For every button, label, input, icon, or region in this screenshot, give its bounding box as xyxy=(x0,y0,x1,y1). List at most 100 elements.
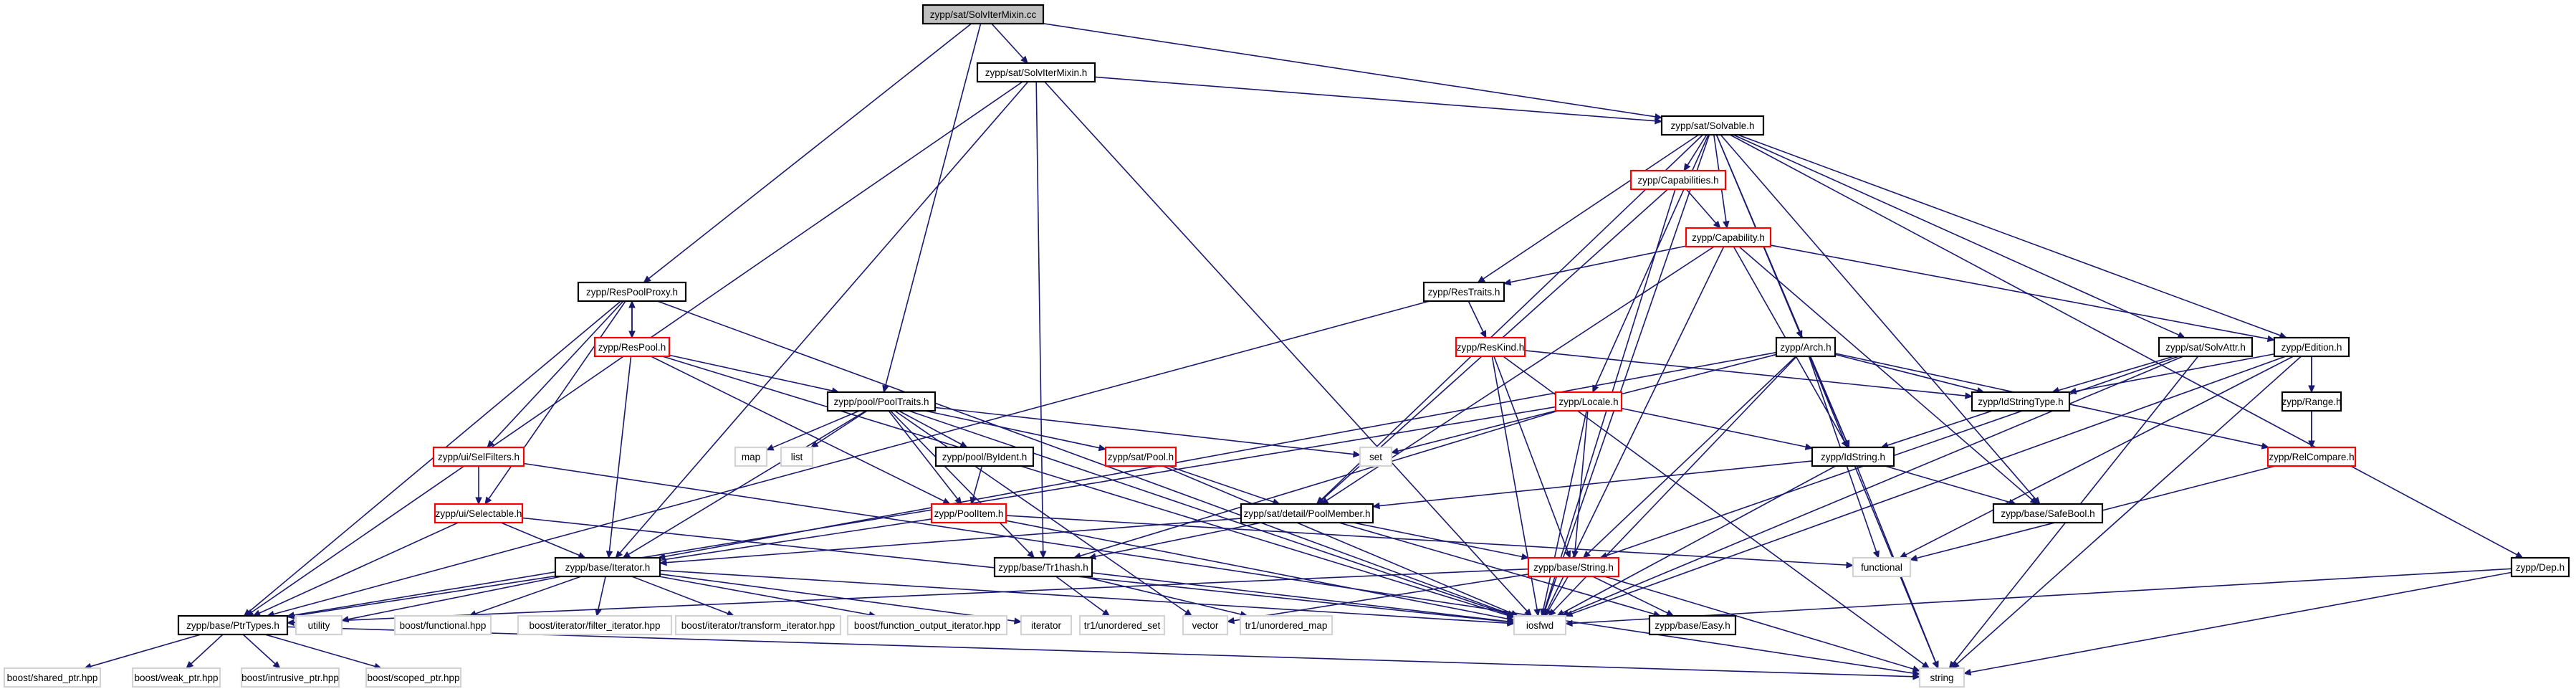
edge-line xyxy=(1574,410,1589,552)
edge-line xyxy=(1604,576,1914,670)
node-label: zypp/base/Tr1hash.h xyxy=(998,562,1088,573)
edge-arch-to-string_h xyxy=(1582,356,1796,558)
node-box xyxy=(1104,446,1177,467)
edge-line xyxy=(1044,81,1528,612)
edge-arrowhead xyxy=(628,300,636,308)
node-label: boost/functional.hpp xyxy=(400,620,487,631)
edge-pooltraits-to-satpool xyxy=(924,410,1107,452)
node-solvable[interactable]: zypp/sat/Solvable.h xyxy=(1660,115,1765,136)
node-satpool[interactable]: zypp/sat/Pool.h xyxy=(1104,446,1177,467)
node-capability[interactable]: zypp/Capability.h xyxy=(1685,227,1772,248)
node-safebool[interactable]: zypp/base/SafeBool.h xyxy=(1992,503,2104,524)
node-box xyxy=(1240,503,1374,524)
edge-arrowhead xyxy=(810,440,819,448)
edge-line xyxy=(650,356,944,502)
edge-arrowhead xyxy=(1564,619,1573,627)
node-capabilities[interactable]: zypp/Capabilities.h xyxy=(1629,169,1727,191)
node-idstringtype[interactable]: zypp/IdStringType.h xyxy=(1971,391,2071,412)
edge-reskind-to-idstringtype xyxy=(1524,350,1973,399)
node-dep[interactable]: zypp/Dep.h xyxy=(2510,556,2570,578)
node-edition[interactable]: zypp/Edition.h xyxy=(2273,336,2350,358)
node-solviterh[interactable]: zypp/sat/SolvIterMixin.h xyxy=(976,62,1096,83)
edge-ptrtypes-to-intrusiveptr xyxy=(242,634,281,669)
edge-string_h-to-string xyxy=(1604,576,1921,672)
edge-line xyxy=(1091,572,1508,622)
edge-arrowhead xyxy=(1571,551,1579,559)
node-label: functional xyxy=(1861,562,1902,573)
node-sharedptr: boost/shared_ptr.hpp xyxy=(3,667,102,688)
node-range[interactable]: zypp/Range.h xyxy=(2281,391,2342,412)
node-easy[interactable]: zypp/base/Easy.h xyxy=(1648,614,1737,636)
edge-respoolproxy-to-selfilters xyxy=(487,300,624,448)
node-respool[interactable]: zypp/ResPool.h xyxy=(593,336,671,358)
node-label: boost/weak_ptr.hpp xyxy=(134,672,218,683)
node-label: zypp/IdString.h xyxy=(1821,452,1885,462)
edge-ptrtypes-to-weakptr xyxy=(186,634,224,669)
node-ptrtypes[interactable]: zypp/base/PtrTypes.h xyxy=(177,614,289,636)
edge-arrowhead xyxy=(1804,443,1814,450)
edge-line xyxy=(1043,22,1656,118)
node-string_h[interactable]: zypp/base/String.h xyxy=(1527,556,1620,578)
node-box xyxy=(2158,336,2254,358)
node-pooltraits[interactable]: zypp/pool/PoolTraits.h xyxy=(826,391,937,412)
edge-arrowhead xyxy=(2308,440,2315,449)
edge-root-to-pooltraits xyxy=(882,23,982,394)
edge-arrowhead xyxy=(1582,551,1591,558)
edge-line xyxy=(293,406,1556,616)
edge-reskind-to-string_h xyxy=(1493,356,1571,559)
edge-arrowhead xyxy=(1544,608,1552,617)
node-box xyxy=(131,667,221,688)
node-root[interactable]: zypp/sat/SolvIterMixin.cc xyxy=(921,4,1045,25)
node-box xyxy=(577,281,687,303)
node-box xyxy=(976,62,1096,83)
node-label: zypp/ResTraits.h xyxy=(1428,287,1500,298)
node-box xyxy=(1239,614,1334,636)
edge-iterator-to-boostfilter xyxy=(595,576,606,617)
node-box xyxy=(1971,391,2071,412)
edge-arrowhead xyxy=(1723,220,1730,229)
node-iterator[interactable]: zypp/base/Iterator.h xyxy=(554,556,661,578)
edge-arrowhead xyxy=(1540,608,1547,617)
edge-line xyxy=(1467,300,1484,333)
node-byident[interactable]: zypp/pool/ByIdent.h xyxy=(934,446,1035,467)
edge-arrowhead xyxy=(2261,442,2270,450)
edge-arrowhead xyxy=(1965,392,1973,399)
node-relcompare[interactable]: zypp/RelCompare.h xyxy=(2266,446,2357,467)
node-arch[interactable]: zypp/Arch.h xyxy=(1775,336,1837,358)
node-selectable[interactable]: zypp/ui/Selectable.h xyxy=(434,503,524,524)
node-poolmember[interactable]: zypp/sat/detail/PoolMember.h xyxy=(1240,503,1374,524)
edge-arrowhead xyxy=(1713,220,1721,229)
node-label: zypp/pool/ByIdent.h xyxy=(942,452,1028,462)
edge-line xyxy=(1733,134,2180,336)
node-label: tr1/unordered_set xyxy=(1084,620,1161,631)
node-tr1hash[interactable]: zypp/base/Tr1hash.h xyxy=(993,556,1093,578)
edge-arrowhead xyxy=(1655,117,1663,125)
node-reskind[interactable]: zypp/ResKind.h xyxy=(1455,336,1526,358)
node-respoolproxy[interactable]: zypp/ResPoolProxy.h xyxy=(577,281,687,303)
node-selfilters[interactable]: zypp/ui/SelFilters.h xyxy=(432,446,525,467)
edge-line xyxy=(1483,134,1700,280)
node-label: utility xyxy=(308,620,330,631)
edge-line xyxy=(1592,576,1668,614)
node-restraits[interactable]: zypp/ResTraits.h xyxy=(1422,281,1505,303)
node-locale[interactable]: zypp/Locale.h xyxy=(1554,391,1623,412)
edge-line xyxy=(273,300,1430,615)
node-solvattr[interactable]: zypp/sat/SolvAttr.h xyxy=(2158,336,2254,358)
node-box xyxy=(295,614,343,636)
node-poolitem[interactable]: zypp/PoolItem.h xyxy=(930,503,1007,524)
node-label: zypp/Locale.h xyxy=(1558,396,1618,407)
edge-arrowhead xyxy=(882,384,889,394)
edge-solviterh-to-solvable xyxy=(1094,76,1663,125)
edge-poolmember-to-iterator xyxy=(659,518,1242,566)
edge-line xyxy=(1738,246,2033,500)
edge-dep-to-iosfwd xyxy=(1564,568,2512,627)
edge-locale-to-string_h xyxy=(1571,410,1589,559)
edge-tr1hash-to-iosfwd xyxy=(1091,572,1516,625)
edge-arrowhead xyxy=(1846,561,1854,569)
edge-line xyxy=(598,576,606,610)
node-idstring[interactable]: zypp/IdString.h xyxy=(1811,446,1895,467)
edge-line xyxy=(1080,410,1558,557)
edge-line xyxy=(1720,134,2036,500)
node-box xyxy=(1527,556,1620,578)
node-label: zypp/sat/Solvable.h xyxy=(1670,120,1754,131)
